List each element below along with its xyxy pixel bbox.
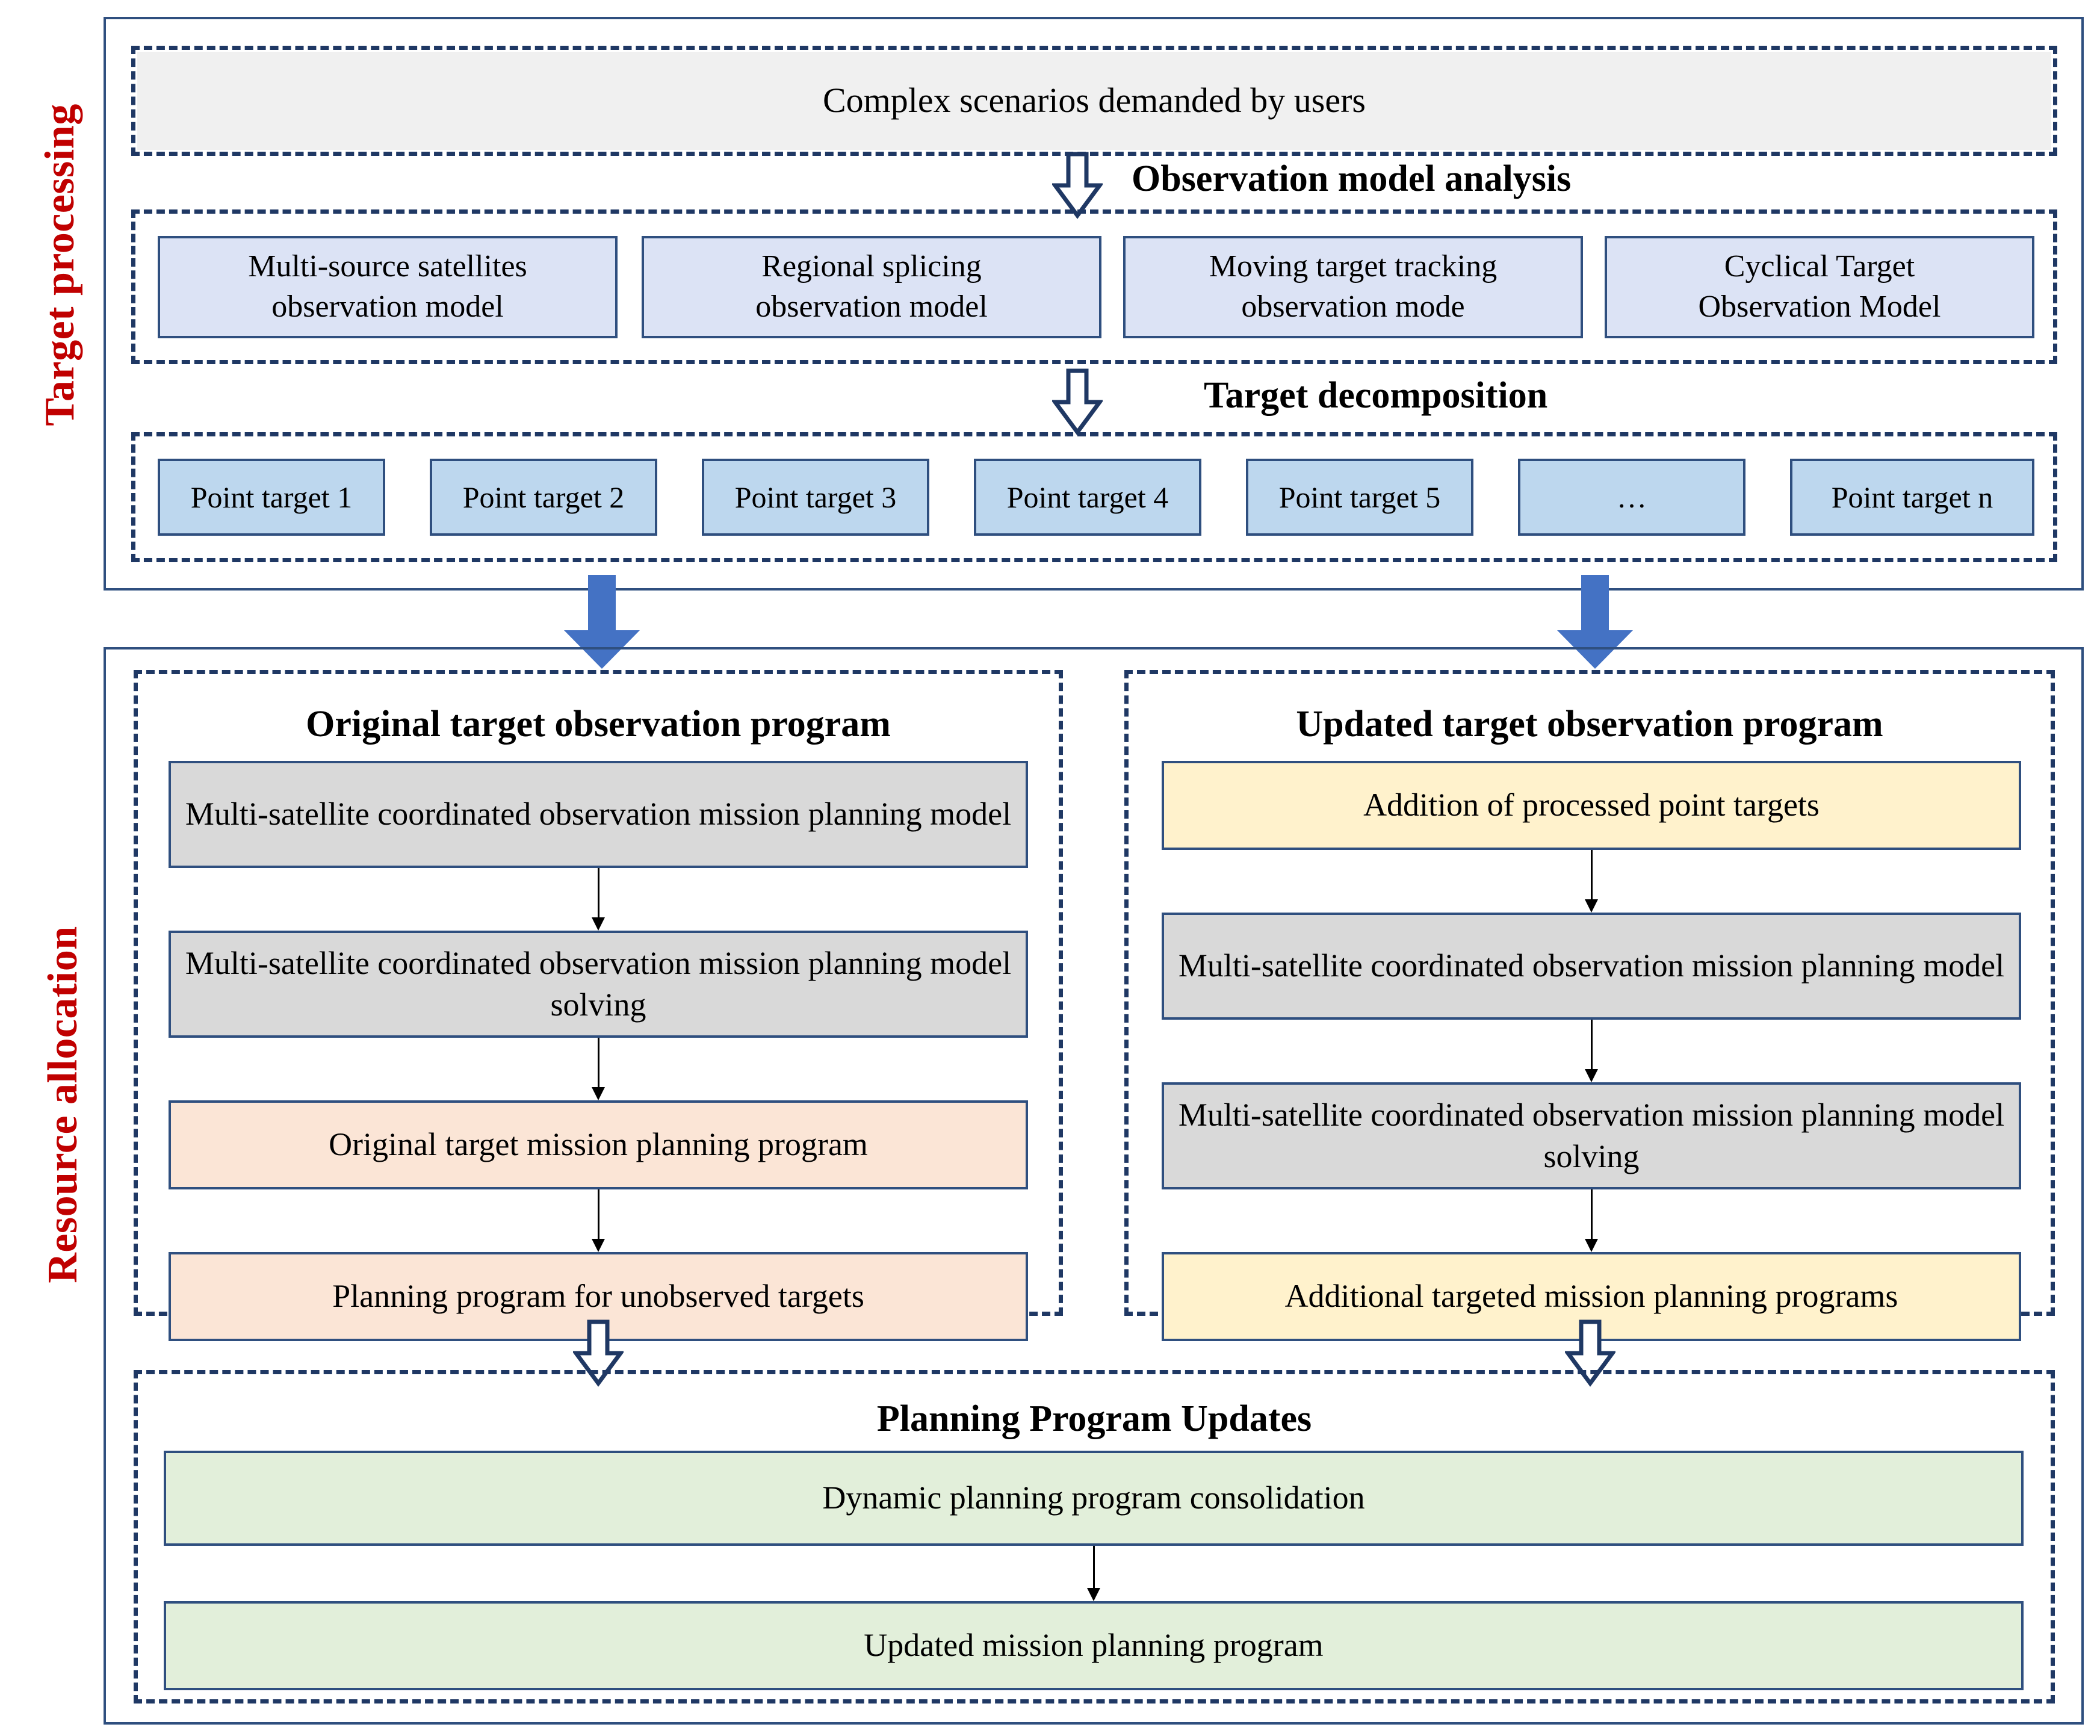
observation-model-box-4[interactable]: Cyclical Target Observation Model — [1605, 236, 2034, 338]
blue-block-arrow-left — [560, 575, 644, 670]
side-label-target-processing: Target processing — [37, 104, 83, 426]
updated-step-box-2[interactable]: Multi-satellite coordinated observation … — [1162, 913, 2021, 1020]
observation-model-box-1[interactable]: Multi-source satellites observation mode… — [158, 236, 618, 338]
scenario-dashed-container — [131, 46, 2057, 156]
original-connector-1 — [562, 868, 634, 931]
updated-connector-2 — [1555, 1020, 1628, 1082]
original-step-box-3[interactable]: Original target mission planning program — [169, 1100, 1028, 1189]
planning-updates-step-box-1[interactable]: Dynamic planning program consolidation — [164, 1451, 2024, 1546]
arrow-label-observation-model-analysis: Observation model analysis — [1132, 158, 1572, 199]
point-target-box-4[interactable]: Point target 4 — [974, 459, 1201, 536]
updated-step-box-1[interactable]: Addition of processed point targets — [1162, 761, 2021, 850]
updated-program-heading: Updated target observation program — [1296, 704, 1883, 745]
hollow-arrow-observation-model-analysis — [1051, 152, 1104, 219]
point-target-box-n[interactable]: Point target n — [1790, 459, 2034, 536]
point-target-box-1[interactable]: Point target 1 — [158, 459, 385, 536]
point-target-box-3[interactable]: Point target 3 — [702, 459, 929, 536]
updated-step-box-3[interactable]: Multi-satellite coordinated observation … — [1162, 1082, 2021, 1189]
original-connector-3 — [562, 1189, 634, 1252]
original-connector-2 — [562, 1038, 634, 1100]
original-step-box-2[interactable]: Multi-satellite coordinated observation … — [169, 931, 1028, 1038]
blue-block-arrow-right — [1553, 575, 1637, 670]
planning-updates-dashed-panel — [134, 1370, 2055, 1703]
hollow-arrow-target-decomposition — [1051, 368, 1104, 436]
planning-updates-connector-1 — [1058, 1546, 1130, 1601]
planning-updates-heading: Planning Program Updates — [876, 1398, 1312, 1439]
point-target-box-ellipsis: … — [1518, 459, 1745, 536]
original-step-box-1[interactable]: Multi-satellite coordinated observation … — [169, 761, 1028, 868]
hollow-arrow-original-to-updates — [572, 1319, 625, 1387]
updated-connector-1 — [1555, 850, 1628, 913]
arrow-label-target-decomposition: Target decomposition — [1204, 375, 1548, 416]
target-processing-frame — [104, 17, 2084, 591]
observation-model-box-2[interactable]: Regional splicing observation model — [642, 236, 1101, 338]
observation-model-box-3[interactable]: Moving target tracking observation mode — [1123, 236, 1583, 338]
updated-connector-3 — [1555, 1189, 1628, 1252]
point-targets-dashed-container — [131, 432, 2057, 562]
observation-models-dashed-container — [131, 209, 2057, 364]
point-target-box-2[interactable]: Point target 2 — [430, 459, 657, 536]
original-program-heading: Original target observation program — [306, 704, 891, 745]
side-label-resource-allocation: Resource allocation — [40, 926, 86, 1283]
resource-allocation-frame — [104, 647, 2084, 1725]
hollow-arrow-updated-to-updates — [1564, 1319, 1617, 1387]
complex-scenarios-box: Complex scenarios demanded by users — [137, 52, 2051, 150]
planning-updates-step-box-2[interactable]: Updated mission planning program — [164, 1601, 2024, 1690]
point-target-box-5[interactable]: Point target 5 — [1246, 459, 1473, 536]
